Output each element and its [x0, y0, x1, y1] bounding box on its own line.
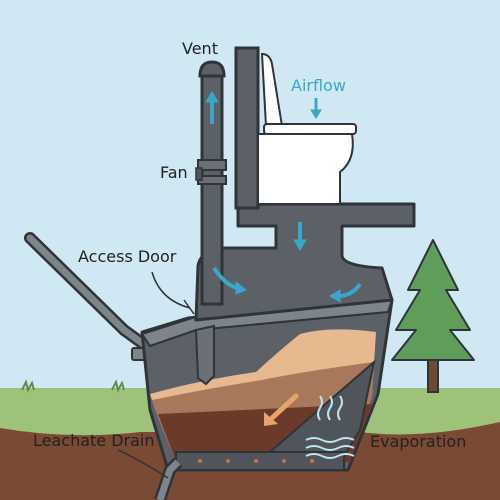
toilet-icon — [257, 52, 357, 205]
grass-tuft-middle — [111, 379, 125, 393]
vent-cap-icon — [198, 60, 226, 78]
tree-icon — [391, 239, 475, 393]
composting-chamber — [140, 298, 394, 472]
leachate-drain-pipe — [154, 457, 183, 500]
evaporation-label: Evaporation — [370, 432, 466, 451]
access-door-label: Access Door — [78, 247, 177, 266]
vent-label: Vent — [182, 39, 218, 58]
evaporation-icon — [305, 395, 355, 459]
toilet-backrest — [234, 46, 260, 210]
toilet-chute — [194, 46, 416, 322]
fan-label: Fan — [160, 163, 188, 182]
vent-pipe — [195, 60, 227, 306]
access-door-panel — [194, 324, 215, 386]
leachate-drain-leader — [117, 449, 169, 479]
grass-tuft-left — [21, 379, 35, 393]
airflow-label: Airflow — [291, 76, 346, 95]
leachate-drain-label: Leachate Drain — [33, 431, 155, 450]
drain-arrow — [264, 393, 299, 426]
fan-icon — [195, 167, 203, 181]
airflow-arrows — [205, 91, 362, 303]
access-door-leader — [151, 271, 191, 309]
chamber-lid — [140, 298, 394, 348]
